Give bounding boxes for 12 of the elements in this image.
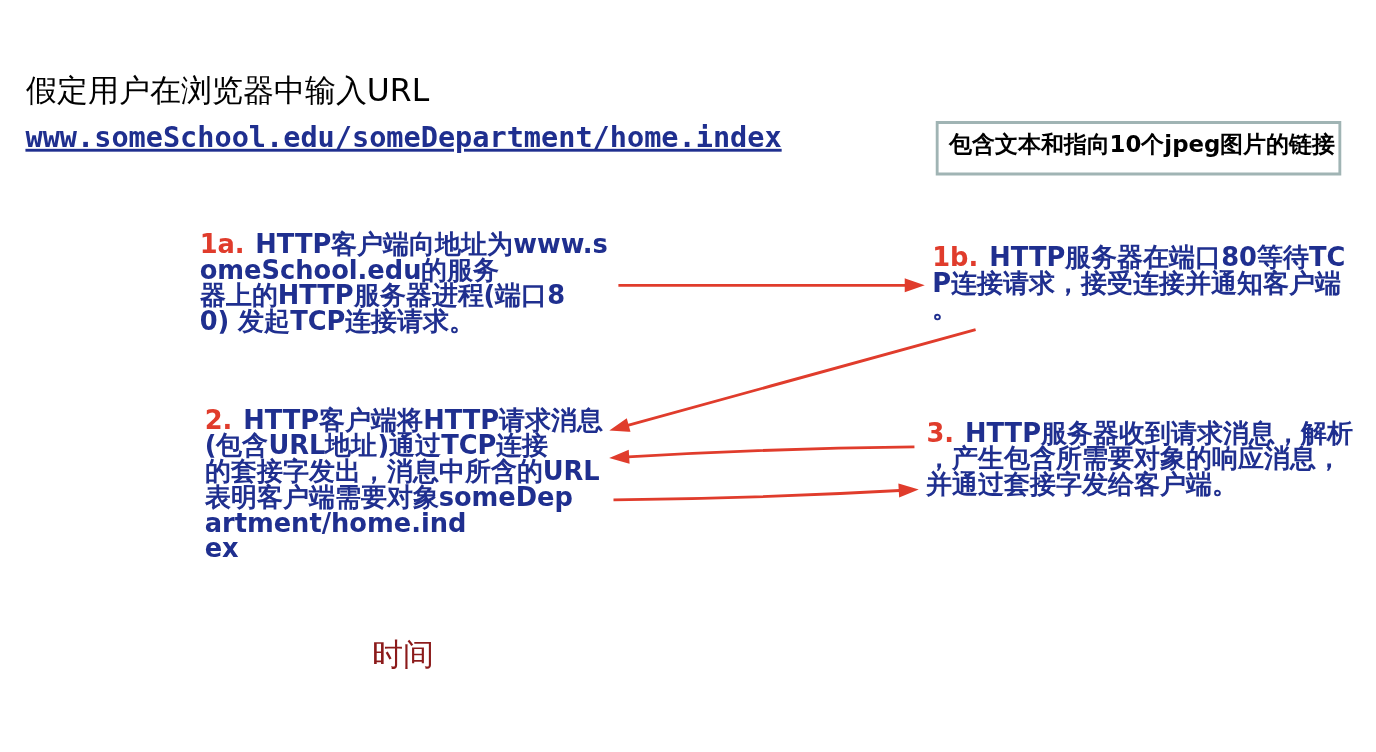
node-text: 3. HTTP服务器收到请求消息，解析，产生包含所需要对象的响应消息，并通过套接字发给客户端。 [926,417,1353,499]
label: www.someSchool.edu/someDepartment/home.index [25,119,782,154]
node-text: 1b. HTTP服务器在端口80等待TCP连接请求，接受连接并通知客户端。 [932,241,1346,324]
arrow [609,328,976,432]
arrow [609,445,915,464]
node-text: 2. HTTP客户端将HTTP请求消息(包含URL地址)通过TCP连接的套接字发出，消息中所含的URL表明客户端需要对象someDepartment/home.index [204,404,604,564]
arrow [613,483,919,502]
node-text: 1a. HTTP客户端向地址为www.someSchool.edu的服务器上的HTTP服务器进程(端口80) 发起TCP连接请求。 [199,229,608,337]
arrow [618,278,925,293]
node-box: 包含文本和指向10个jpeg图片的链接 [935,121,1342,176]
label: 时间 [371,635,434,672]
diagram-title: 假定用户在浏览器中输入URL [25,71,430,108]
